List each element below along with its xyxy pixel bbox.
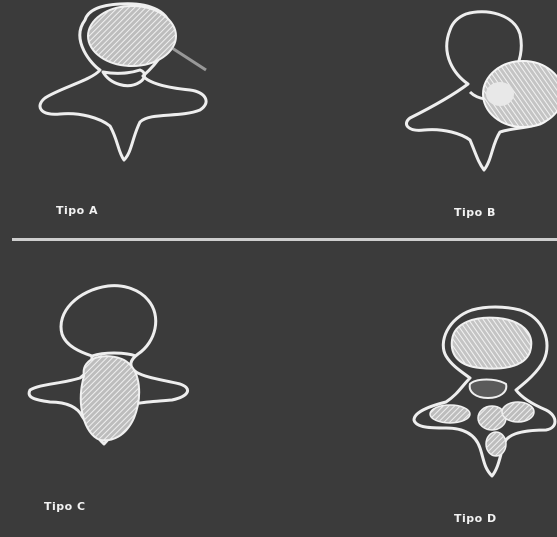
herniation-tipo-b bbox=[483, 61, 557, 127]
herniation-tipo-a bbox=[88, 6, 206, 70]
caption-tipo-c: Tipo C bbox=[44, 500, 86, 513]
caption-tipo-b: Tipo B bbox=[454, 206, 496, 219]
caption-tipo-a: Tipo A bbox=[56, 204, 98, 217]
herniation-tipo-c bbox=[81, 356, 139, 440]
caption-tipo-d: Tipo D bbox=[454, 512, 497, 525]
panel-divider bbox=[12, 238, 557, 241]
